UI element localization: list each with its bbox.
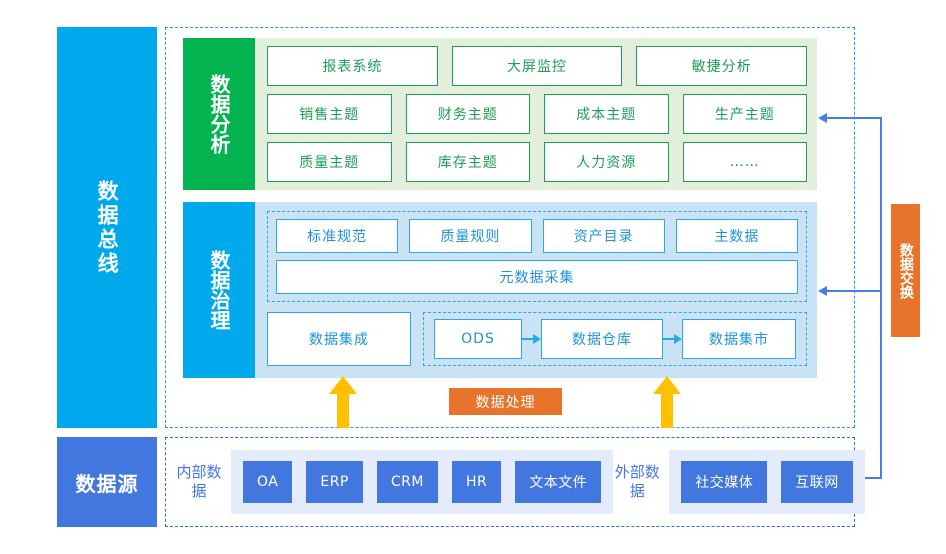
arrow-left-icon-analysis — [818, 113, 827, 123]
arrow-head — [329, 376, 357, 394]
exchange-connector-to-analysis — [825, 117, 882, 119]
flow-node-ods[interactable]: ODS — [434, 319, 522, 359]
governance-rules-box: 标准规范 质量规则 资产目录 主数据 元数据采集 — [267, 211, 807, 302]
data-source-bar: 数据源 — [57, 437, 157, 527]
analysis-item[interactable]: 财务主题 — [405, 94, 530, 134]
analysis-item[interactable]: 大屏监控 — [451, 46, 623, 86]
analysis-item[interactable]: 库存主题 — [405, 142, 530, 182]
analysis-row-3: 质量主题 库存主题 人力资源 …… — [267, 142, 807, 182]
data-governance-side-label: 数据治理 — [183, 202, 255, 378]
internal-data-tiles: OA ERP CRM HR 文本文件 — [231, 450, 614, 514]
flow-arrow-icon — [522, 334, 541, 344]
data-analysis-title: 数据分析 — [207, 74, 231, 154]
external-data-tiles: 社交媒体 互联网 — [669, 450, 865, 514]
arrow-left-icon-governance — [818, 286, 827, 296]
analysis-item[interactable]: 报表系统 — [267, 46, 438, 86]
governance-item[interactable]: 主数据 — [675, 219, 798, 253]
internal-data-group: 内部数据 OA ERP CRM HR 文本文件 — [175, 450, 614, 514]
analysis-item[interactable]: 质量主题 — [267, 142, 392, 182]
data-governance-section: 数据治理 标准规范 质量规则 资产目录 主数据 元数据采集 数据集成 ODS — [183, 202, 817, 378]
arrow-head — [653, 376, 681, 394]
internal-data-label: 内部数据 — [176, 463, 222, 500]
data-analysis-side-label: 数据分析 — [183, 38, 255, 190]
external-data-label: 外部数据 — [614, 463, 660, 500]
arrow-shaft — [661, 392, 673, 428]
data-analysis-section: 数据分析 报表系统 大屏监控 敏捷分析 销售主题 财务主题 成本主题 生产主题 … — [183, 38, 817, 190]
analysis-item[interactable]: 生产主题 — [682, 94, 807, 134]
analysis-item[interactable]: 销售主题 — [267, 94, 392, 134]
source-tile-oa[interactable]: OA — [243, 461, 293, 503]
analysis-item[interactable]: 成本主题 — [544, 94, 669, 134]
flow-arrow-icon — [663, 334, 682, 344]
source-tile-crm[interactable]: CRM — [376, 461, 438, 503]
analysis-row-2: 销售主题 财务主题 成本主题 生产主题 — [267, 94, 807, 134]
data-bus-bar: 数据总线 — [57, 27, 157, 428]
governance-content: 标准规范 质量规则 资产目录 主数据 元数据采集 数据集成 ODS 数据仓库 数… — [255, 202, 817, 378]
source-tile-internet[interactable]: 互联网 — [781, 461, 853, 503]
up-arrow-icon-left — [329, 376, 357, 428]
source-tile-hr[interactable]: HR — [451, 461, 502, 503]
analysis-item[interactable]: …… — [682, 142, 807, 182]
data-source-label: 数据源 — [75, 471, 139, 496]
analysis-item[interactable]: 人力资源 — [544, 142, 669, 182]
governance-rules-row: 标准规范 质量规则 资产目录 主数据 — [276, 219, 798, 253]
source-tile-text-file[interactable]: 文本文件 — [515, 461, 602, 503]
exchange-connector-line — [880, 117, 882, 479]
analysis-row-1: 报表系统 大屏监控 敏捷分析 — [267, 46, 808, 86]
data-bus-label: 数据总线 — [95, 179, 120, 276]
data-sources-content: 内部数据 OA ERP CRM HR 文本文件 外部数据 社交媒体 互联网 — [175, 443, 865, 521]
data-exchange-bar: 数据交换 — [891, 204, 920, 337]
analysis-item[interactable]: 敏捷分析 — [636, 46, 808, 86]
up-arrow-icon-right — [653, 376, 681, 428]
governance-pipeline-row: 数据集成 ODS 数据仓库 数据集市 — [267, 312, 807, 366]
governance-metadata-row: 元数据采集 — [276, 260, 798, 294]
platform-container — [165, 27, 855, 428]
exchange-connector-to-governance — [825, 290, 882, 292]
source-tile-erp[interactable]: ERP — [306, 461, 363, 503]
data-exchange-label: 数据交换 — [897, 242, 914, 299]
data-analysis-grid: 报表系统 大屏监控 敏捷分析 销售主题 财务主题 成本主题 生产主题 质量主题 … — [255, 38, 817, 190]
data-processing-chip[interactable]: 数据处理 — [449, 388, 562, 415]
warehouse-flow-box: ODS 数据仓库 数据集市 — [423, 312, 807, 366]
flow-node-warehouse[interactable]: 数据仓库 — [541, 319, 663, 359]
external-data-group: 外部数据 社交媒体 互联网 — [613, 450, 865, 514]
source-tile-social-media[interactable]: 社交媒体 — [681, 461, 768, 503]
flow-node-datamart[interactable]: 数据集市 — [682, 319, 796, 359]
governance-item[interactable]: 标准规范 — [276, 219, 399, 253]
metadata-collection-item[interactable]: 元数据采集 — [276, 260, 798, 294]
data-governance-title: 数据治理 — [207, 250, 231, 330]
governance-item[interactable]: 资产目录 — [542, 219, 665, 253]
arrow-shaft — [337, 392, 349, 428]
governance-item[interactable]: 质量规则 — [409, 219, 532, 253]
data-integration-item[interactable]: 数据集成 — [267, 312, 411, 366]
